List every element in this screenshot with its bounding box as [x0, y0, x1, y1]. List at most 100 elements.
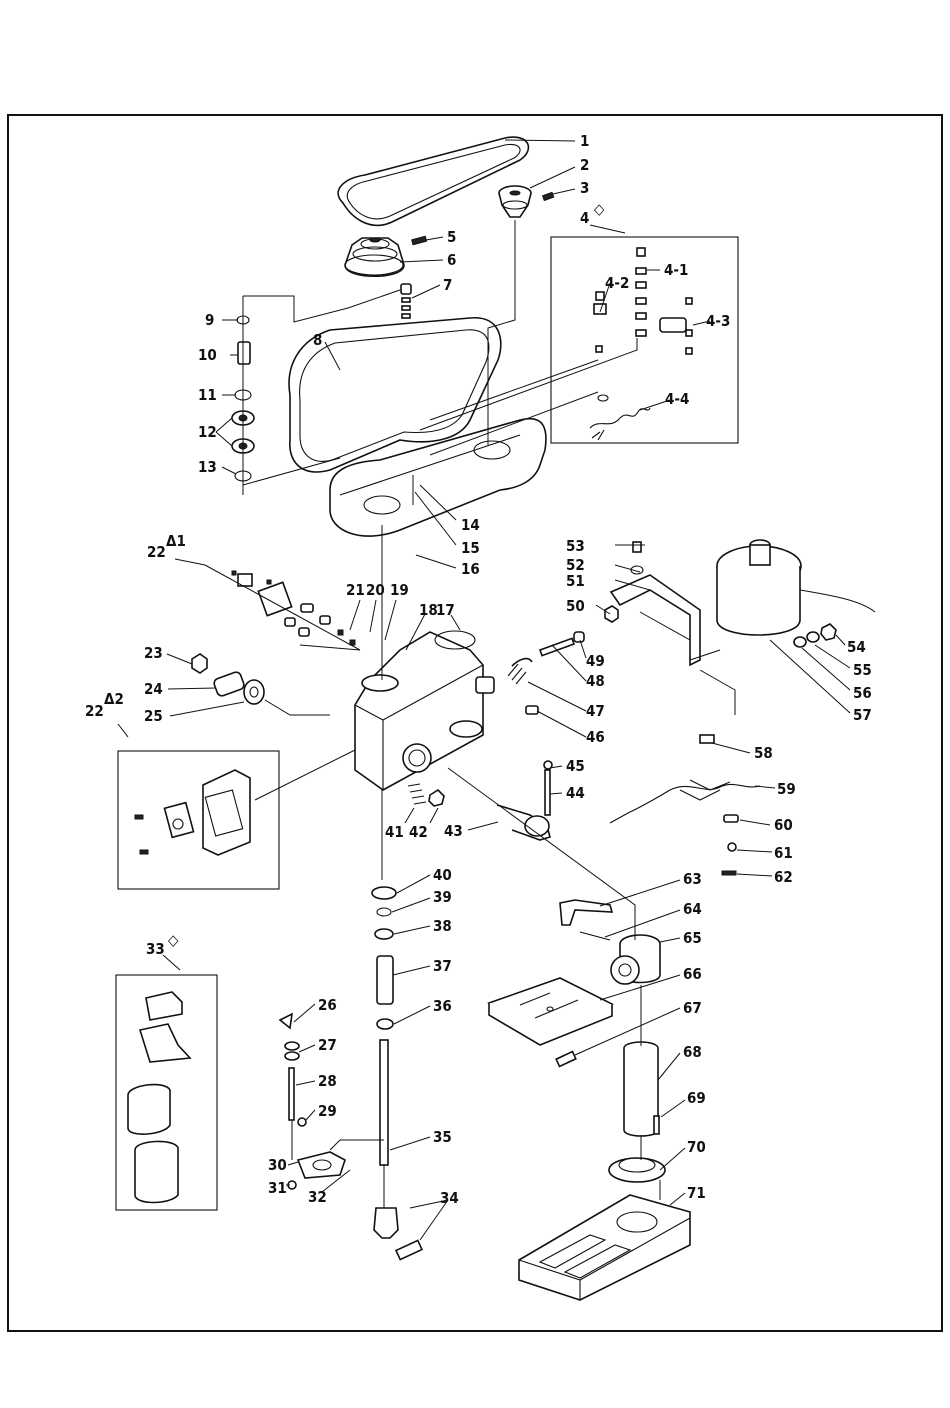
label-22-a: 22 — [147, 543, 166, 561]
motor — [717, 540, 875, 635]
label-49: 49 — [586, 652, 605, 670]
label-46: 46 — [586, 728, 605, 746]
table-bracket — [611, 935, 660, 984]
label-12: 12 — [198, 423, 217, 441]
delta-mark-1: Δ1 — [166, 532, 186, 550]
switch-cable — [590, 408, 650, 440]
label-4-3: 4-3 — [706, 312, 730, 330]
drill-head — [355, 631, 494, 790]
label-1: 1 — [580, 132, 589, 150]
label-20: 20 — [366, 581, 385, 599]
label-63: 63 — [683, 870, 702, 888]
label-68: 68 — [683, 1043, 702, 1061]
motor-pulley-screw — [412, 236, 427, 244]
label-58: 58 — [754, 744, 773, 762]
label-23: 23 — [144, 644, 163, 662]
label-30: 30 — [268, 1156, 287, 1174]
label-11: 11 — [198, 386, 217, 404]
label-24: 24 — [144, 680, 163, 698]
label-34: 34 — [440, 1189, 459, 1207]
label-5: 5 — [447, 228, 456, 246]
label-55: 55 — [853, 661, 872, 679]
diamond-mark-4: ◇ — [594, 200, 605, 218]
label-64: 64 — [683, 900, 702, 918]
label-38: 38 — [433, 917, 452, 935]
label-59: 59 — [777, 780, 796, 798]
switch-inset-box-2 — [118, 751, 279, 889]
label-50: 50 — [566, 597, 585, 615]
label-16: 16 — [461, 560, 480, 578]
label-43: 43 — [444, 822, 463, 840]
label-18: 18 — [419, 601, 438, 619]
label-27: 27 — [318, 1036, 337, 1054]
label-42: 42 — [409, 823, 428, 841]
hub-parts — [192, 654, 264, 704]
label-7: 7 — [443, 276, 452, 294]
label-39: 39 — [433, 888, 452, 906]
label-26: 26 — [318, 996, 337, 1014]
feed-shaft — [497, 761, 552, 840]
switch-box-parts — [135, 770, 250, 855]
motor-pulley — [345, 238, 404, 276]
column-bolt — [654, 1116, 659, 1134]
table-bolt — [556, 1052, 576, 1067]
label-19: 19 — [390, 581, 409, 599]
label-32: 32 — [308, 1188, 327, 1206]
label-62: 62 — [774, 868, 793, 886]
label-40: 40 — [433, 866, 452, 884]
small-part-61 — [728, 843, 736, 851]
delta-mark-2: Δ2 — [104, 690, 124, 708]
label-60: 60 — [774, 816, 793, 834]
label-37: 37 — [433, 957, 452, 975]
label-35: 35 — [433, 1128, 452, 1146]
column-flange — [609, 1158, 665, 1182]
label-53: 53 — [566, 537, 585, 555]
label-54: 54 — [847, 638, 866, 656]
small-part-60 — [724, 815, 738, 822]
label-69: 69 — [687, 1089, 706, 1107]
label-67: 67 — [683, 999, 702, 1017]
label-3: 3 — [580, 179, 589, 197]
label-22-b: 22 — [85, 702, 104, 720]
label-36: 36 — [433, 997, 452, 1015]
label-41: 41 — [385, 823, 404, 841]
label-2: 2 — [580, 156, 589, 174]
label-28: 28 — [318, 1072, 337, 1090]
label-17: 17 — [436, 601, 455, 619]
label-71: 71 — [687, 1184, 706, 1202]
label-51: 51 — [566, 572, 585, 590]
label-47: 47 — [586, 702, 605, 720]
label-61: 61 — [774, 844, 793, 862]
label-45: 45 — [566, 757, 585, 775]
label-44: 44 — [566, 784, 585, 802]
label-65: 65 — [683, 929, 702, 947]
diamond-mark-33: ◇ — [168, 931, 179, 949]
label-6: 6 — [447, 251, 456, 269]
label-13: 13 — [198, 458, 217, 476]
drill-chuck — [374, 1208, 422, 1260]
column — [624, 1042, 658, 1136]
label-29: 29 — [318, 1102, 337, 1120]
v-belt — [338, 137, 528, 225]
work-table — [489, 978, 612, 1045]
label-21: 21 — [346, 581, 365, 599]
label-66: 66 — [683, 965, 702, 983]
feed-parts — [508, 632, 584, 714]
small-part-62 — [722, 871, 736, 875]
label-4-2: 4-2 — [605, 274, 629, 292]
table-crank — [560, 900, 612, 940]
label-15: 15 — [461, 539, 480, 557]
label-9: 9 — [205, 311, 214, 329]
label-57: 57 — [853, 706, 872, 724]
label-8: 8 — [313, 331, 322, 349]
label-31: 31 — [268, 1179, 287, 1197]
switch-assembly-1 — [232, 571, 355, 645]
label-14: 14 — [461, 516, 480, 534]
quill-assembly — [372, 887, 396, 1165]
label-4: 4 — [580, 209, 589, 227]
tension-knob-stack — [401, 284, 411, 318]
label-25: 25 — [144, 707, 163, 725]
label-56: 56 — [853, 684, 872, 702]
label-4-4: 4-4 — [665, 390, 689, 408]
